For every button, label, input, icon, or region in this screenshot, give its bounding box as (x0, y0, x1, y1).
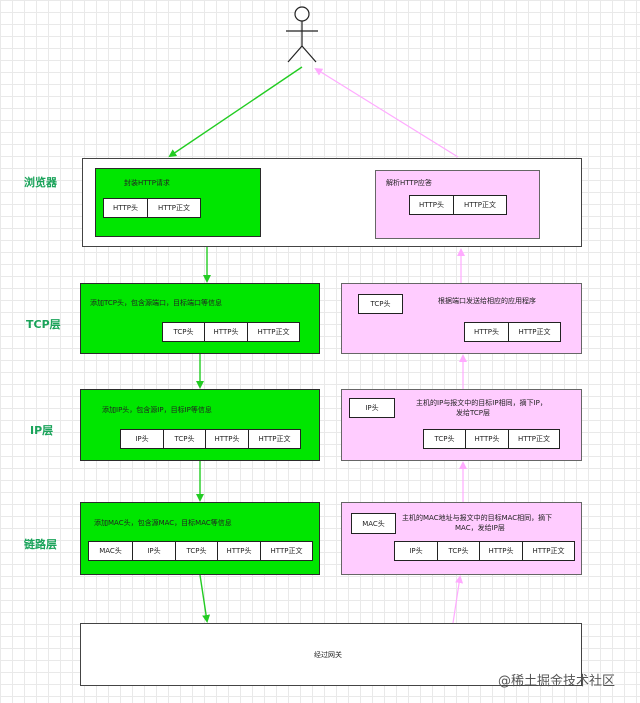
link-recv-tag: MAC头 (351, 513, 396, 534)
tcp-recv-desc: 根据端口发送给相应的应用程序 (438, 297, 536, 305)
packet-segment: HTTP正文 (257, 328, 290, 336)
packet-segment: HTTP头 (205, 323, 248, 341)
packet-segment: TCP头 (164, 430, 206, 448)
arrow-browser-to-user (314, 67, 459, 158)
link-recv-packet: IP头 TCP头 HTTP头 HTTP正文 (394, 541, 575, 561)
packet-segment: HTTP头 (206, 430, 249, 448)
packet-segment: HTTP正文 (258, 435, 291, 443)
ip-send-box (80, 389, 320, 461)
layer-label-ip: IP层 (30, 424, 54, 437)
browser-recv-desc: 解析HTTP应答 (386, 179, 432, 187)
packet-segment: HTTP头 (104, 199, 148, 217)
tcp-recv-packet: HTTP头 HTTP正文 (464, 322, 561, 342)
packet-segment: HTTP头 (410, 196, 454, 214)
packet-segment: IP头 (133, 542, 176, 560)
browser-send-packet: HTTP头 HTTP正文 (103, 198, 201, 218)
ip-recv-desc-line2: 发给TCP层 (456, 409, 490, 417)
packet-segment: HTTP正文 (158, 204, 190, 212)
packet-segment: HTTP正文 (270, 547, 303, 555)
layer-label-tcp: TCP层 (26, 318, 61, 331)
packet-segment: HTTP正文 (518, 435, 550, 443)
packet-segment: HTTP头 (466, 430, 509, 448)
ip-recv-tag: IP头 (349, 398, 395, 418)
arrow-link-to-gateway (199, 574, 211, 623)
browser-recv-packet: HTTP头 HTTP正文 (409, 195, 507, 215)
link-send-packet: MAC头 IP头 TCP头 HTTP头 HTTP正文 (88, 541, 313, 561)
arrow-gateway-to-link (452, 575, 464, 624)
tcp-send-box (80, 283, 320, 354)
packet-segment: HTTP正文 (464, 201, 496, 209)
packet-segment: HTTP正文 (518, 328, 551, 336)
ip-recv-packet: TCP头 HTTP头 HTTP正文 (423, 429, 560, 449)
tcp-send-desc: 添加TCP头，包含源端口，目标端口等信息 (90, 299, 222, 307)
watermark: @稀土掘金技术社区 (498, 674, 616, 689)
packet-segment: TCP头 (438, 542, 480, 560)
packet-segment: HTTP头 (480, 542, 523, 560)
packet-segment: TCP头 (163, 323, 205, 341)
ip-recv-desc-line1: 主机的IP与报文中的目标IP相同，摘下IP， (416, 399, 547, 407)
packet-segment: TCP头 (176, 542, 218, 560)
link-recv-desc-line1: 主机的MAC地址与报文中的目标MAC相同，摘下 (402, 514, 553, 522)
link-send-box (80, 502, 320, 575)
link-recv-desc-line2: MAC，发给IP层 (455, 524, 505, 532)
tcp-recv-tag: TCP头 (358, 294, 403, 314)
packet-segment: HTTP正文 (532, 547, 565, 555)
packet-segment: MAC头 (89, 542, 133, 560)
link-send-desc: 添加MAC头，包含源MAC，目标MAC等信息 (94, 519, 232, 527)
arrow-user-to-browser (168, 66, 303, 158)
packet-segment: HTTP头 (218, 542, 261, 560)
layer-label-browser: 浏览器 (24, 176, 57, 189)
gateway-label: 经过网关 (314, 651, 342, 659)
packet-segment: IP头 (395, 542, 438, 560)
packet-segment: IP头 (121, 430, 164, 448)
ip-send-packet: IP头 TCP头 HTTP头 HTTP正文 (120, 429, 301, 449)
layer-label-link: 链路层 (24, 538, 57, 551)
user-icon (286, 6, 318, 63)
packet-segment: HTTP头 (465, 323, 509, 341)
gateway-box (80, 623, 582, 686)
packet-segment: TCP头 (424, 430, 466, 448)
tcp-send-packet: TCP头 HTTP头 HTTP正文 (162, 322, 300, 342)
ip-send-desc: 添加IP头，包含源IP，目标IP等信息 (102, 406, 212, 414)
browser-send-desc: 封装HTTP请求 (124, 179, 170, 187)
